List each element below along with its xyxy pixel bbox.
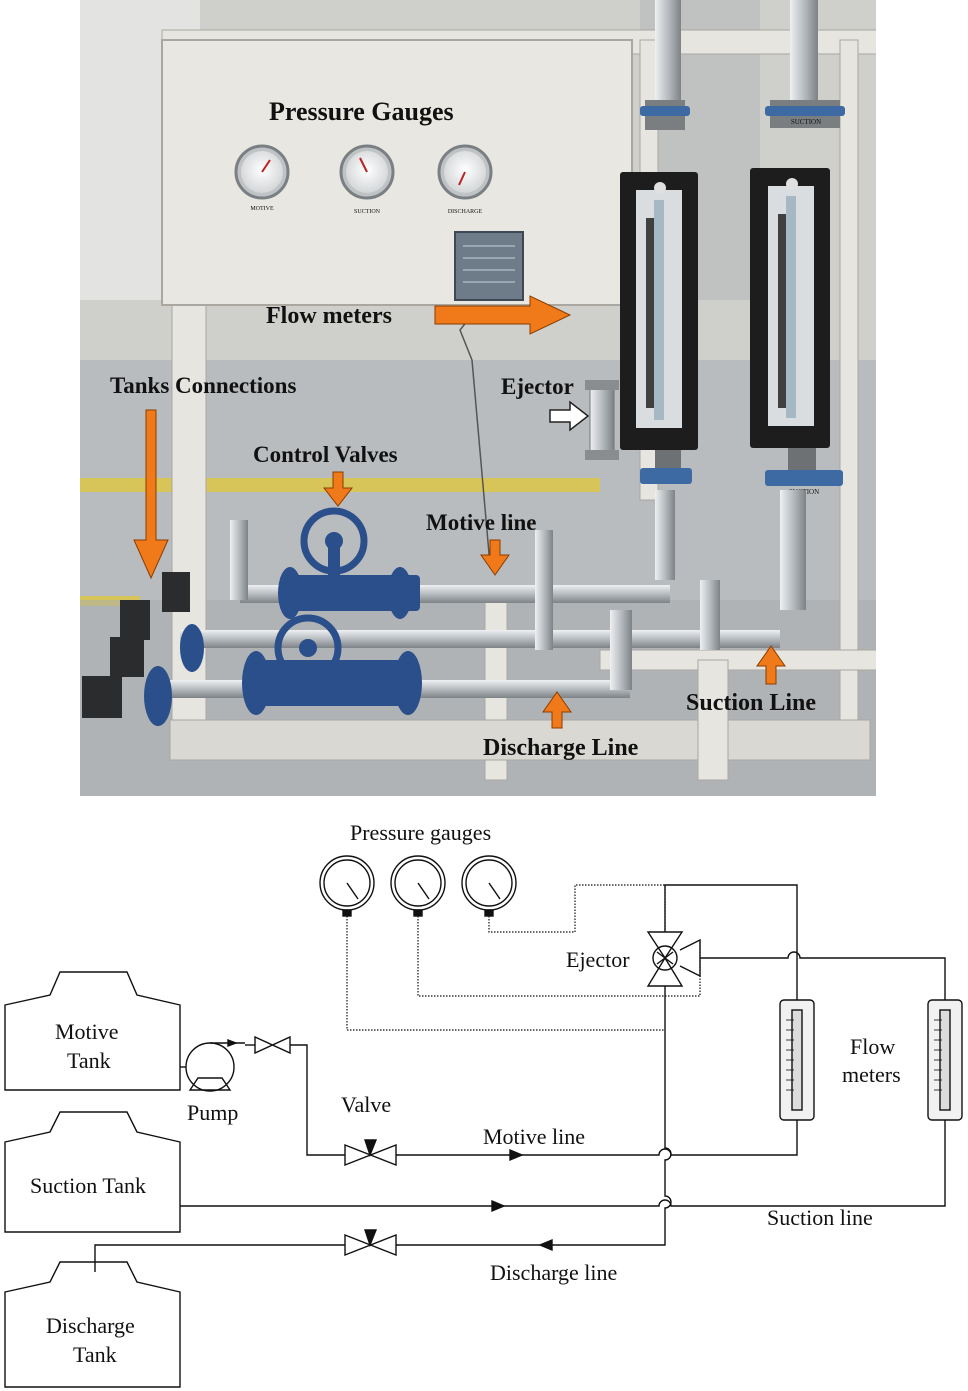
- pressure-gauge-suction: [339, 144, 395, 200]
- label-pressure-gauges: Pressure Gauges: [269, 97, 454, 126]
- line-ejector-top: [664, 884, 798, 1005]
- schematic-pump: [180, 1042, 245, 1092]
- schematic-pressure-gauge-2: [390, 855, 446, 917]
- label-flow-meters: Flow meters: [266, 303, 392, 329]
- schematic-discharge-tank: [4, 1261, 181, 1388]
- schematic-pressure-gauge-3: [461, 855, 517, 917]
- gauge-tag-discharge: DISCHARGE: [448, 209, 483, 215]
- label-discharge-line: Discharge Line: [483, 735, 639, 761]
- schem-label-discharge-tank-1: Discharge: [46, 1313, 135, 1338]
- arrow-pump-out: [227, 1038, 238, 1048]
- arrow-discharge-flow: [538, 1238, 553, 1252]
- schem-label-discharge-tank-2: Tank: [73, 1342, 117, 1367]
- tank-couplings: [82, 572, 190, 718]
- schem-label-motive-line: Motive line: [483, 1124, 585, 1149]
- gauge-signal-lines: [346, 884, 701, 1031]
- schematic-motive-tank: [4, 971, 181, 1091]
- schem-label-ejector: Ejector: [566, 947, 630, 972]
- arrow-discharge-line: [542, 691, 572, 729]
- label-suction-line: Suction Line: [686, 690, 816, 716]
- arrow-ejector: [549, 400, 590, 432]
- valve-motive: [344, 1139, 397, 1167]
- line-motive-to-flowmeter: [396, 1120, 798, 1156]
- schem-label-pump: Pump: [187, 1100, 238, 1125]
- schematic-pressure-gauge-1: [319, 855, 375, 917]
- schematic-flow-meter-motive: [779, 999, 815, 1121]
- gauge-panel: [161, 39, 633, 306]
- pressure-gauge-discharge: [437, 144, 493, 200]
- label-tanks-connections: Tanks Connections: [110, 373, 296, 398]
- label-control-valves: Control Valves: [253, 442, 398, 467]
- schem-label-valve: Valve: [341, 1092, 391, 1117]
- schem-label-motive-tank-2: Tank: [67, 1048, 111, 1073]
- label-ejector: Ejector: [501, 374, 574, 399]
- line-motive-main: [290, 1044, 345, 1156]
- experimental-rig-photo: MOTIVE SUCTION DISCHARGE SUCTION SUCTION: [80, 0, 876, 796]
- gauge-tag-suction: SUCTION: [354, 209, 381, 215]
- schem-label-flow-meters-1: Flow: [850, 1034, 895, 1059]
- flow-meter-right: [750, 168, 830, 448]
- flange-tag-upper: SUCTION: [791, 118, 821, 126]
- process-schematic: Pressure gauges Ejector Motive Tank Pump…: [4, 820, 963, 1388]
- flow-meter-left: [620, 172, 698, 450]
- schem-label-flow-meters-2: meters: [842, 1062, 901, 1087]
- line-ejector-suction-inlet: [700, 951, 946, 1005]
- valve-discharge: [344, 1229, 397, 1257]
- schematic-flow-meter-suction: [927, 999, 963, 1121]
- gauge-tag-motive: MOTIVE: [250, 206, 274, 212]
- small-valve: [254, 1035, 291, 1055]
- schematic-labels: Pressure gauges Ejector Motive Tank Pump…: [30, 820, 901, 1367]
- schem-label-suction-line: Suction line: [767, 1205, 873, 1230]
- arrow-suction-flow: [491, 1199, 506, 1213]
- schematic-suction-tank: [4, 1111, 181, 1233]
- label-motive-line: Motive line: [426, 510, 537, 535]
- schem-label-pressure-gauges: Pressure gauges: [350, 820, 491, 845]
- photo-labels: Pressure Gauges Flow meters Tanks Connec…: [110, 97, 816, 761]
- schem-label-suction-tank: Suction Tank: [30, 1173, 146, 1198]
- arrow-control-valves: [322, 471, 354, 507]
- arrow-motive-line: [480, 539, 510, 576]
- motive-line-wire: [459, 319, 491, 566]
- schem-label-motive-tank-1: Motive: [55, 1019, 119, 1044]
- pressure-gauge-motive: [234, 144, 290, 200]
- ejector-unit: [585, 380, 619, 460]
- annotation-arrows: [133, 295, 786, 729]
- schematic-ejector: [646, 931, 701, 987]
- control-valve-upper: [278, 507, 420, 619]
- arrow-suction-line: [756, 645, 786, 685]
- arrow-tanks-connections: [133, 409, 169, 580]
- control-valve-lower: [144, 614, 422, 726]
- line-suction: [180, 1120, 946, 1207]
- arrow-flow-meters: [434, 295, 572, 335]
- schem-label-discharge-line: Discharge line: [490, 1260, 617, 1285]
- arrow-motive-flow: [509, 1148, 524, 1162]
